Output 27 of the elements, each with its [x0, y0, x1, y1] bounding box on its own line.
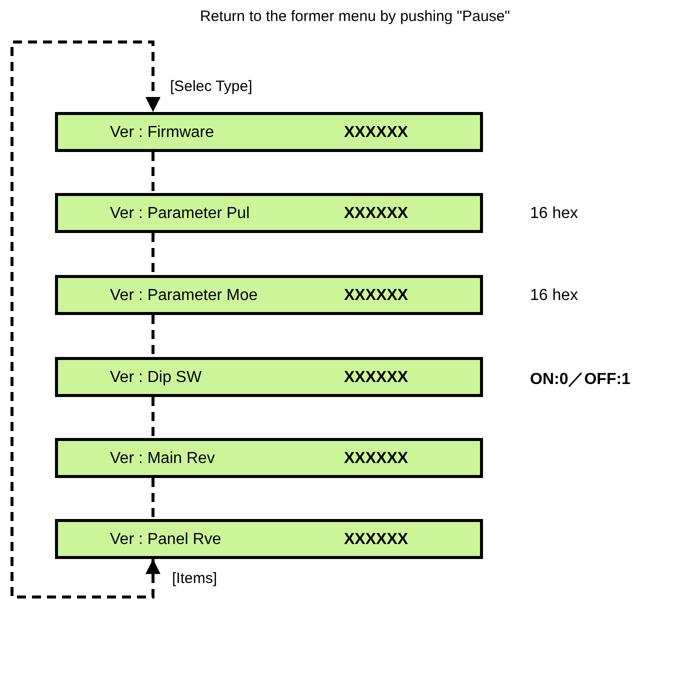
value-text: XXXXXX — [344, 369, 408, 387]
title: Return to the former menu by pushing "Pause" — [200, 8, 510, 25]
screen-label: [Items] — [172, 570, 218, 587]
value-format-note: 16 hex — [530, 287, 578, 305]
value-format-note: ON:0／OFF:1 — [530, 370, 630, 390]
value-text: XXXXXX — [344, 287, 408, 305]
dashed-connector — [152, 478, 154, 519]
menu-item-text: Ver : Panel Rve — [110, 531, 222, 549]
value-text: XXXXXX — [344, 450, 408, 468]
display-screen-box — [55, 519, 483, 559]
display-screen-box — [55, 112, 483, 152]
value-text: XXXXXX — [344, 205, 408, 223]
display-screen-box — [55, 438, 483, 478]
dashed-return-arrow — [10, 40, 160, 598]
menu-item-text: Ver : Dip SW — [110, 369, 202, 387]
dashed-connector — [152, 397, 154, 438]
screen-label: [Selec Type] — [170, 78, 252, 95]
menu-item-text: Ver : Main Rev — [110, 450, 215, 468]
dashed-connector — [152, 315, 154, 357]
value-text: XXXXXX — [344, 531, 408, 549]
dashed-connector — [152, 233, 154, 275]
value-text: XXXXXX — [344, 124, 408, 142]
menu-item-text: Ver : Parameter Moe — [110, 287, 258, 305]
menu-item-text: Ver : Firmware — [110, 124, 214, 142]
menu-item-text: Ver : Parameter Pul — [110, 205, 250, 223]
value-format-note: 16 hex — [530, 205, 578, 223]
dashed-connector — [152, 152, 154, 193]
